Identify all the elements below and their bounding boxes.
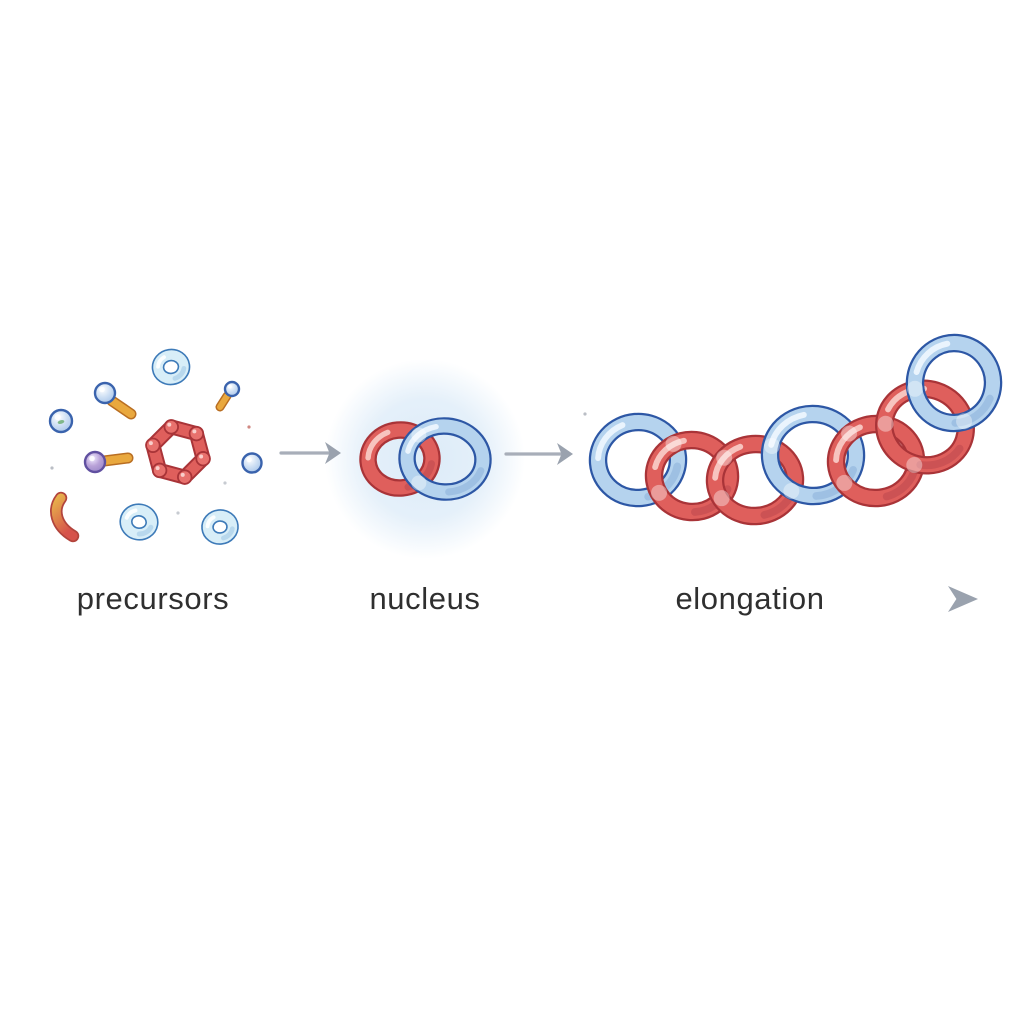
blue-sphere-monomer [48,408,74,434]
orange-rod-blue-head [93,381,137,420]
frost-joint [906,457,923,474]
elongation-chain-group [588,333,1003,526]
label-nucleus: nucleus [369,581,481,616]
frost-joint [841,425,858,442]
frost-joint [906,380,923,397]
cyan-donut-ring [151,348,191,386]
blue-ring [398,417,492,501]
speck [50,466,54,470]
frost-joint [411,475,427,491]
frost-joint [956,413,973,430]
arrow-head-icon [325,442,341,464]
frost-joint [716,449,733,466]
curved-red-rod [50,491,80,543]
arrow-nucleus-to-elongation [504,443,573,465]
frost-joint [877,415,894,432]
chain-blue-ring [905,333,1003,433]
chain-blue-ring [760,404,866,506]
frost-joint [713,490,730,507]
orange-rod-blue-head-small [215,380,241,412]
frost-joint [665,435,682,452]
arrow-precursors-to-nucleus [279,442,341,464]
speck [247,425,251,429]
frost-joint [783,483,800,500]
elongation-direction-arrow [840,586,978,612]
arrow-head-icon [557,443,573,465]
orange-rod-purple-head [83,450,134,474]
blue-head-sphere [93,381,117,405]
red-ring [359,421,441,497]
frost-joint [836,474,853,491]
frost-joint [651,484,668,501]
frost-joint [763,438,780,455]
chain-red-ring [644,430,740,522]
purple-head-sphere [83,450,107,474]
speck [223,481,227,485]
blue-head-sphere [223,380,241,398]
chain-blue-ring [588,412,688,508]
red-macrocycle-hexamer [145,419,211,485]
precursors-group [48,348,587,545]
speck [176,511,180,515]
cyan-donut-ring [201,509,239,545]
cyan-donut-ring [119,503,159,541]
speck [583,412,587,416]
frost-joint [411,427,427,443]
nucleus-group [359,417,492,501]
label-precursors: precursors [76,581,230,616]
label-elongation: elongation [675,581,825,616]
arrow-head-icon [948,586,978,612]
blue-sphere-monomer [241,452,263,474]
